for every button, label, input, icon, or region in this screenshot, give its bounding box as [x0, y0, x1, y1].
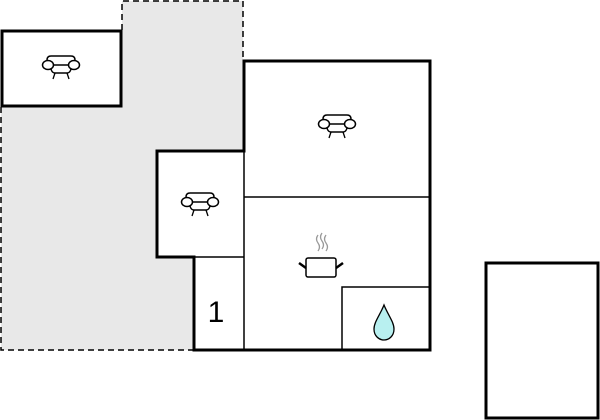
water-drop-icon — [373, 303, 395, 341]
room-number-label: 1 — [208, 296, 225, 329]
main-building — [155, 59, 432, 352]
room-bathroom — [373, 303, 395, 341]
cooking-pot-icon — [298, 232, 344, 278]
terrace-area — [1, 1, 243, 350]
room-outbuilding — [484, 261, 600, 420]
room-kitchen — [298, 232, 344, 278]
room-bedroom-1: 1 — [208, 296, 225, 329]
room-annex-living — [0, 29, 123, 108]
terrace-outline — [0, 0, 244, 351]
